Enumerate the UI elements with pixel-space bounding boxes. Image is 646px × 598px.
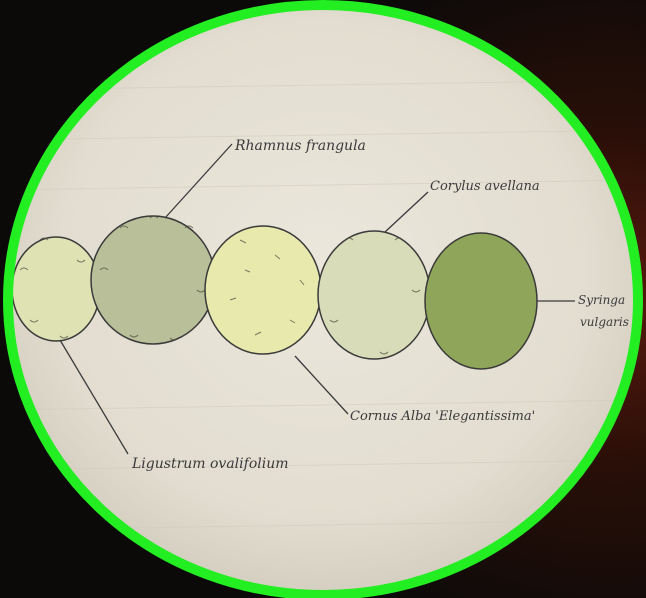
shrub-ligustrum xyxy=(12,237,100,341)
shrub-cornus xyxy=(205,226,321,354)
label-rhamnus: Rhamnus frangula xyxy=(234,138,366,154)
label-syringa-1: Syringa xyxy=(578,293,625,307)
label-ligustrum: Ligustrum ovalifolium xyxy=(131,456,289,472)
shrub-rhamnus xyxy=(91,216,215,344)
shrub-syringa xyxy=(425,233,537,369)
shrub-corylus xyxy=(318,231,430,359)
label-syringa-2: vulgaris xyxy=(580,315,629,329)
label-cornus: Cornus Alba 'Elegantissima' xyxy=(350,409,535,424)
label-corylus: Corylus avellana xyxy=(430,179,540,194)
